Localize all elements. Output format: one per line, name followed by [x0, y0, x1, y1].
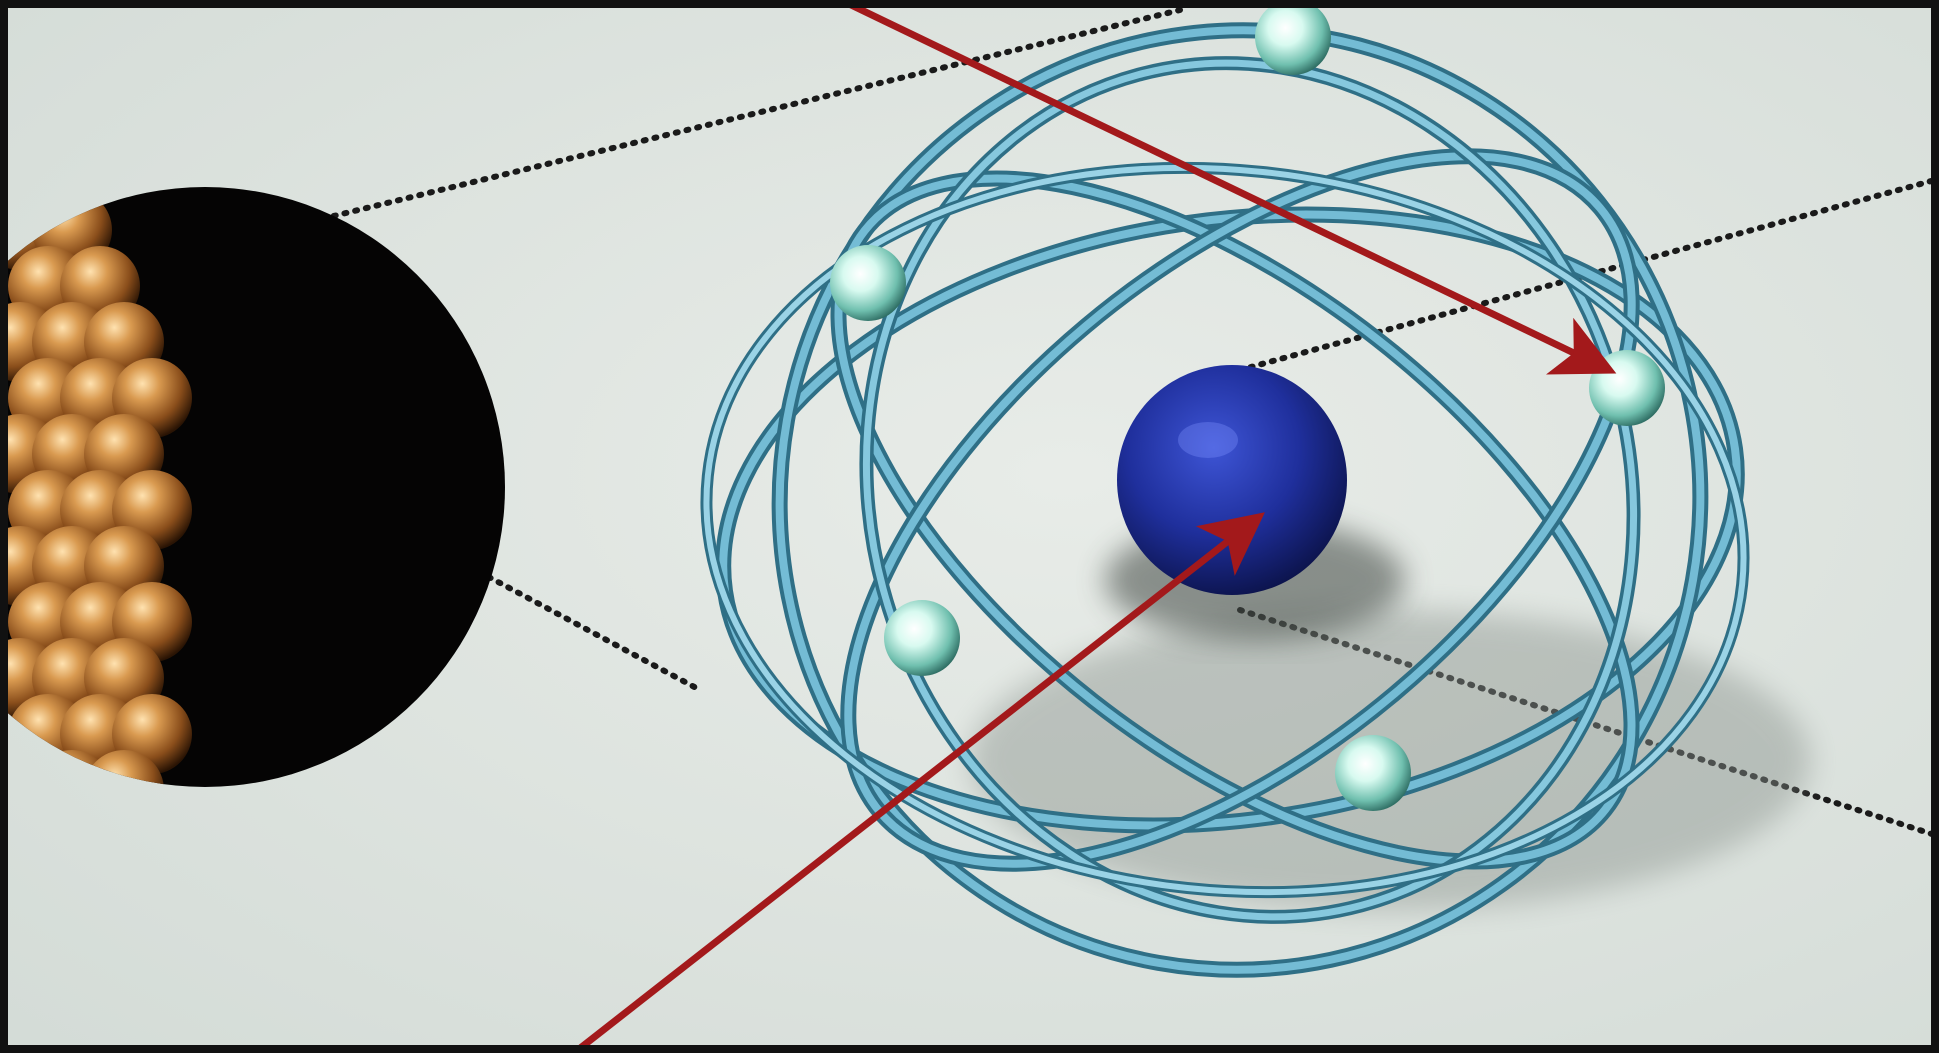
electron-icon — [1255, 0, 1331, 75]
nucleus-highlight — [1178, 422, 1238, 458]
electron-icon — [1589, 350, 1665, 426]
electron-icon — [1335, 735, 1411, 811]
nucleus-icon — [1117, 365, 1347, 595]
electron-icon — [830, 245, 906, 321]
electron-icon — [884, 600, 960, 676]
